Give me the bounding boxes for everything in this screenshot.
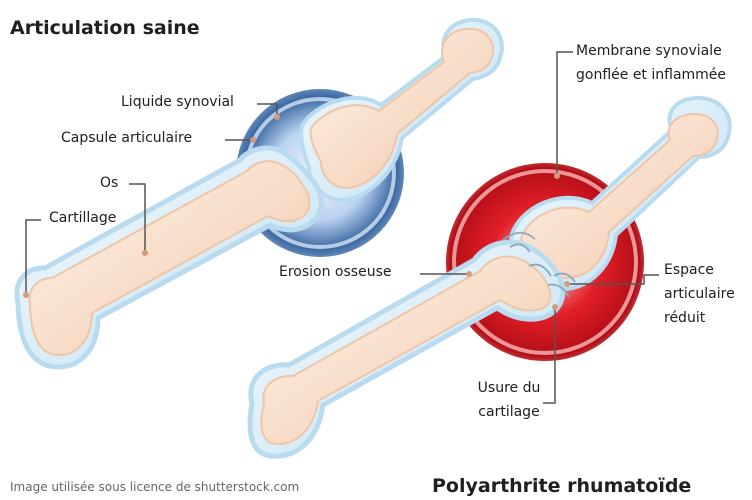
label-cartilage: Cartillage (49, 210, 116, 227)
label-bone-erosion: Erosion osseuse (279, 264, 391, 281)
healthy-joint-title: Articulation saine (10, 18, 200, 40)
rheumatoid-title: Polyarthrite rhumatoïde (432, 476, 691, 498)
label-bone: Os (100, 175, 118, 192)
label-joint-space-line3: réduit (664, 310, 705, 327)
label-joint-space-line1: Espace (664, 262, 714, 279)
label-synovial-membrane-line1: Membrane synoviale (576, 43, 722, 60)
label-cartilage-wear-line2: cartilage (470, 404, 548, 421)
healthy-lower-bone (17, 148, 321, 367)
label-joint-space-line2: articulaire (664, 286, 735, 303)
label-cartilage-wear-line1: Usure du (475, 380, 543, 397)
label-synovial-membrane-line2: gonflée et inflammée (576, 67, 726, 84)
label-joint-capsule: Capsule articulaire (61, 130, 192, 147)
label-synovial-fluid: Liquide synovial (121, 94, 234, 111)
image-credit: Image utilisée sous licence de shutterst… (10, 481, 299, 494)
